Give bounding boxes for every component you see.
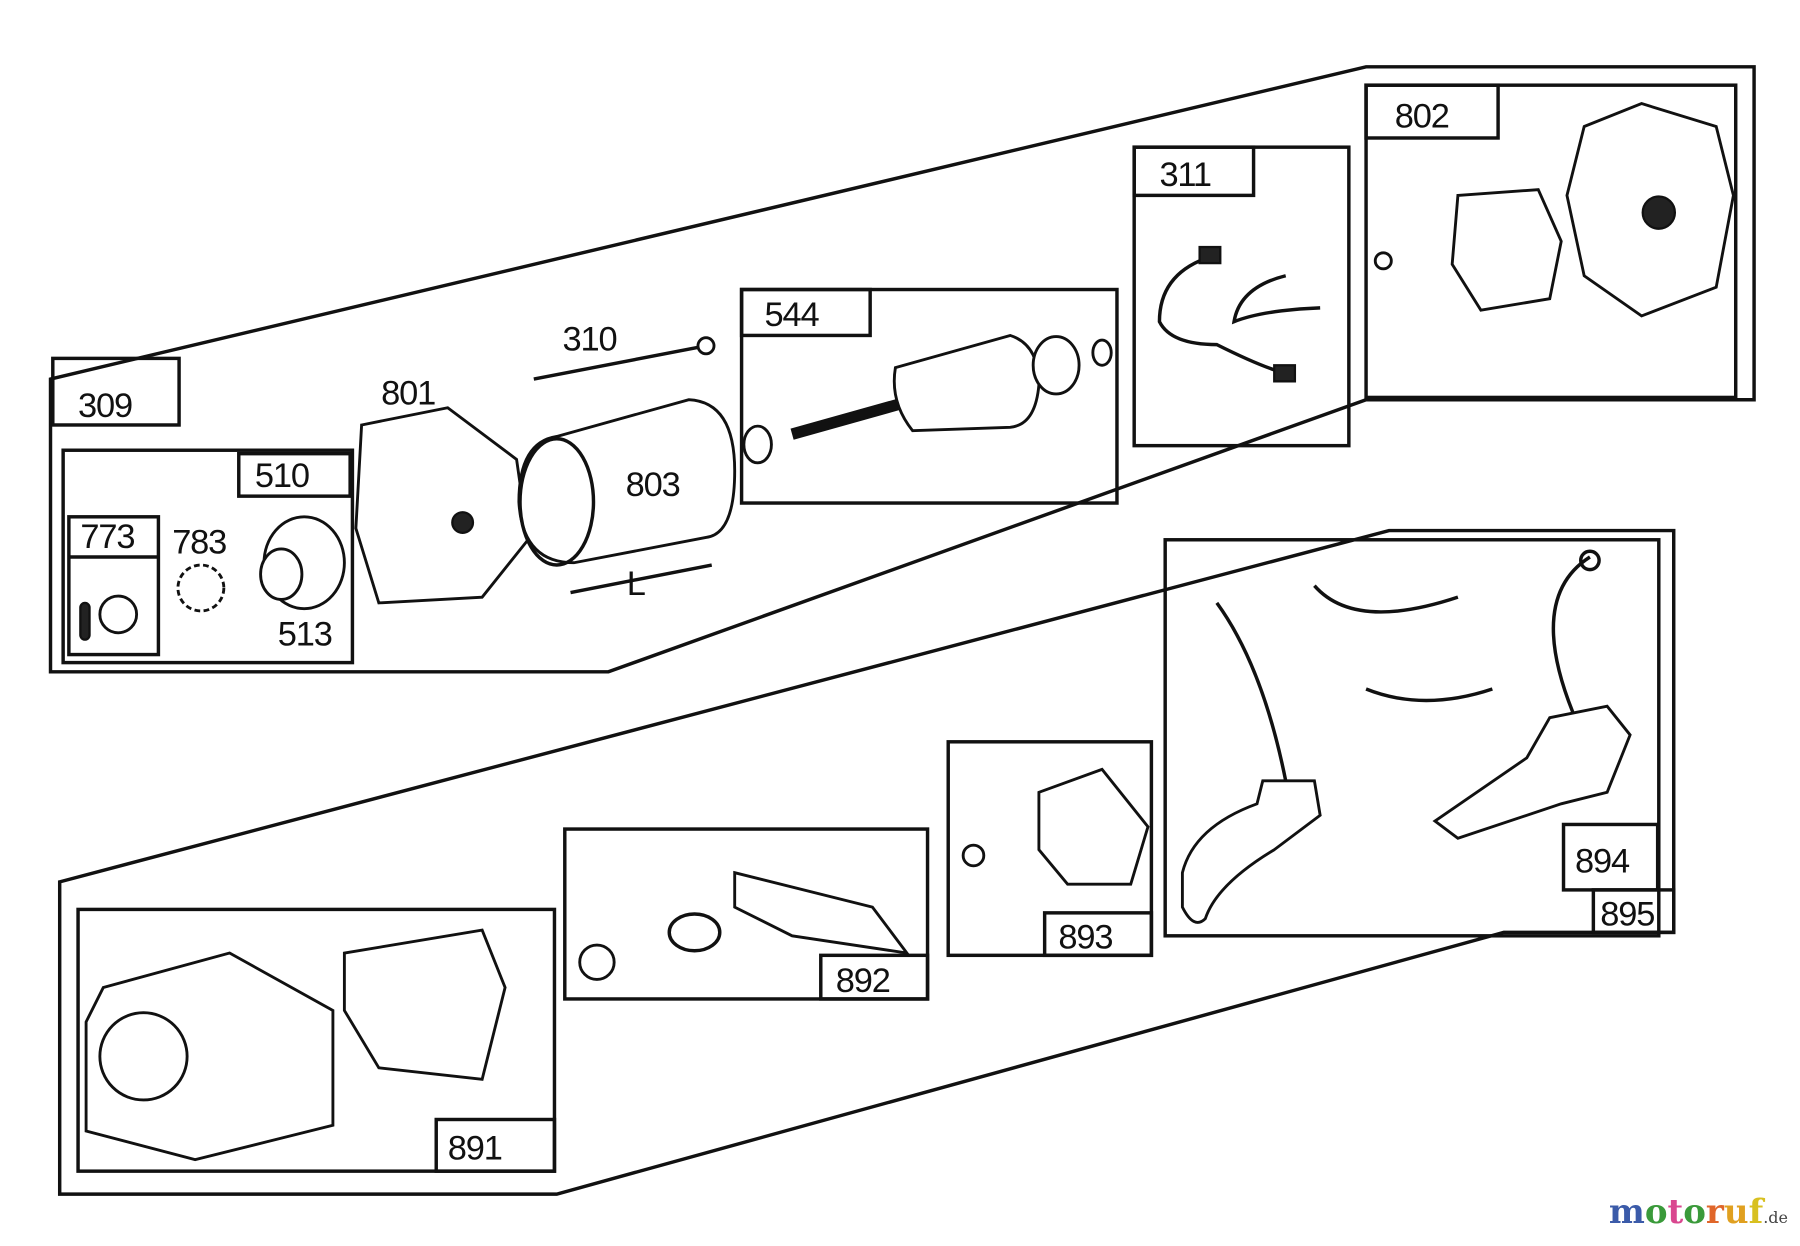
box-891-label: [434, 1117, 557, 1173]
part-801-end-cap: [354, 406, 530, 605]
box-starter-end: [61, 448, 355, 665]
box-892-label: [819, 953, 930, 1001]
box-895-label: [1591, 888, 1676, 935]
part-544-armature: [892, 333, 1041, 433]
part-513-inner: [259, 547, 304, 601]
label-802: 802: [1395, 98, 1449, 136]
part-892-nut: [578, 943, 616, 981]
part-891-plate: [342, 928, 507, 1081]
part-783-gear: [176, 563, 226, 613]
label-891: 891: [448, 1130, 502, 1168]
box-544: [739, 287, 1119, 505]
watermark-logo: motoruf.de: [1608, 1192, 1788, 1232]
dim-line-L: [570, 563, 713, 595]
label-783: 783: [172, 524, 226, 562]
part-311-brush: [1273, 364, 1297, 383]
part-895-plug: [1180, 779, 1322, 924]
label-311: 311: [1159, 156, 1210, 194]
box-773: [67, 515, 161, 657]
label-513: 513: [278, 615, 332, 653]
label-893: 893: [1058, 918, 1112, 956]
part-893-washer: [961, 843, 986, 868]
part-894-wires: [1215, 555, 1591, 782]
label-510: 510: [255, 457, 309, 495]
part-894-ring-terminal: [1579, 549, 1601, 572]
part-803-housing: [517, 398, 737, 565]
bottom-group-outline: [57, 528, 1676, 1196]
part-washer: [742, 424, 773, 465]
part-pin: [79, 601, 91, 641]
part-802-brush-holder: [1450, 188, 1563, 312]
label-803: 803: [626, 466, 680, 504]
part-893-rectifier: [1037, 767, 1150, 886]
label-892: 892: [836, 962, 890, 1000]
part-544-commutator: [1031, 335, 1081, 396]
box-802: [1364, 83, 1738, 400]
part-892-switch: [733, 870, 911, 955]
box-544-label: [739, 287, 872, 338]
label-544: 544: [765, 296, 820, 334]
label-773: 773: [80, 518, 134, 556]
part-310-head: [696, 336, 716, 356]
part-773: [98, 594, 139, 635]
part-891-motor-body: [84, 951, 335, 1162]
part-screw: [1373, 251, 1393, 271]
part-891-pinion: [98, 1011, 189, 1102]
label-310: 310: [563, 320, 617, 358]
box-894: [1163, 538, 1661, 938]
part-544-washer: [1091, 338, 1113, 367]
label-dim-L: L: [627, 565, 645, 603]
part-801-bushing: [451, 511, 475, 535]
box-802-label: [1364, 83, 1500, 140]
part-311-brush: [1198, 245, 1222, 265]
part-310-bolt: [533, 345, 701, 381]
part-894-plug: [1432, 704, 1632, 840]
part-892-spring: [667, 912, 722, 953]
part-803-opening: [518, 437, 596, 567]
box-892: [563, 827, 930, 1001]
part-311-brush-lead-2: [1231, 274, 1321, 325]
label-895: 895: [1600, 895, 1654, 933]
part-311-brush-lead-1: [1157, 256, 1287, 375]
box-891: [76, 907, 557, 1173]
box-311-label: [1132, 145, 1256, 198]
top-group-outline: [48, 65, 1756, 674]
label-309: 309: [78, 387, 132, 425]
part-544-shaft: [790, 396, 909, 440]
box-893-label: [1042, 911, 1154, 958]
box-309: [51, 356, 181, 427]
label-894: 894: [1575, 843, 1630, 881]
box-510: [237, 451, 352, 498]
label-801: 801: [381, 374, 435, 412]
part-802-bearing: [1641, 195, 1677, 230]
